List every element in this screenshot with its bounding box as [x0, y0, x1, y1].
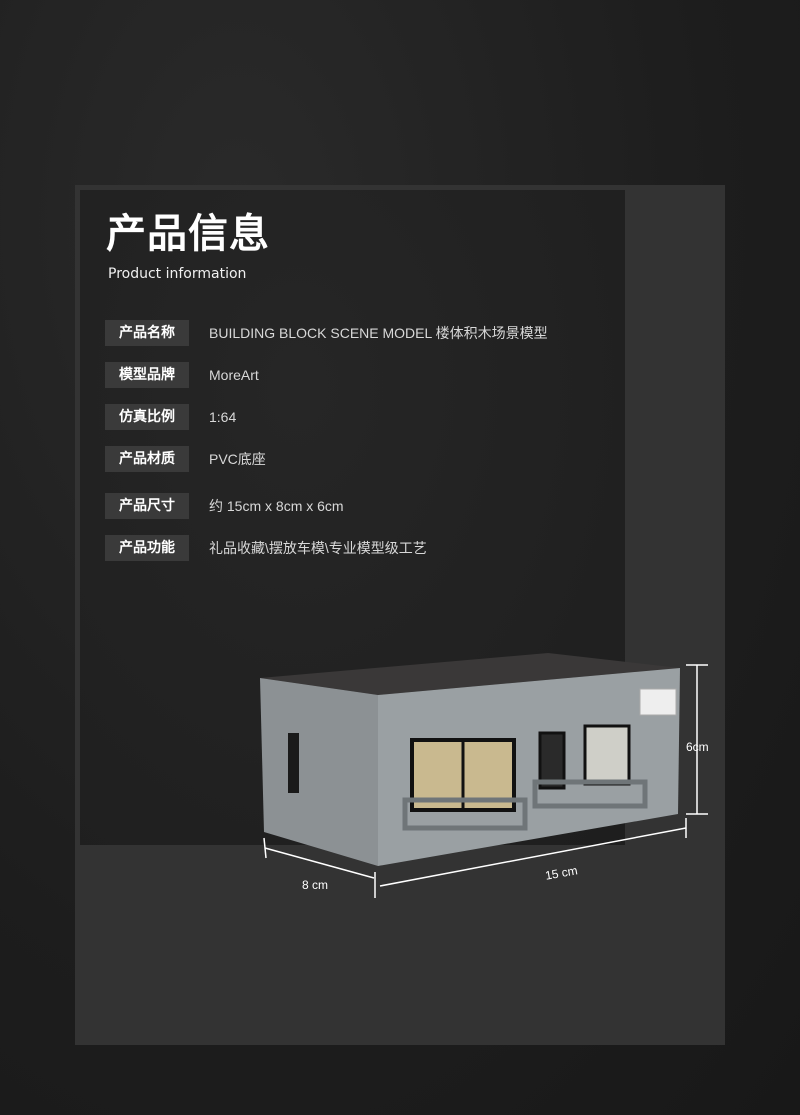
spec-label: 产品功能 — [105, 535, 189, 561]
spec-row-size: 产品尺寸 约 15cm x 8cm x 6cm — [105, 493, 344, 519]
height-dimension-label: 6cm — [686, 740, 709, 754]
spec-label: 仿真比例 — [105, 404, 189, 430]
spec-value: 1:64 — [209, 409, 237, 425]
spec-row-material: 产品材质 PVC底座 — [105, 446, 266, 472]
spec-value: MoreArt — [209, 367, 259, 383]
spec-label: 产品名称 — [105, 320, 189, 346]
spec-label: 产品尺寸 — [105, 493, 189, 519]
spec-row-scale: 仿真比例 1:64 — [105, 404, 236, 430]
spec-row-function: 产品功能 礼品收藏\摆放车模\专业模型级工艺 — [105, 535, 427, 561]
spec-value: PVC底座 — [209, 451, 266, 467]
spec-value: BUILDING BLOCK SCENE MODEL 楼体积木场景模型 — [209, 325, 548, 341]
spec-value: 礼品收藏\摆放车模\专业模型级工艺 — [209, 540, 427, 556]
spec-value: 约 15cm x 8cm x 6cm — [209, 498, 344, 514]
spec-row-name: 产品名称 BUILDING BLOCK SCENE MODEL 楼体积木场景模型 — [105, 320, 548, 346]
spec-label: 产品材质 — [105, 446, 189, 472]
spec-row-brand: 模型品牌 MoreArt — [105, 362, 259, 388]
dimension-lines — [263, 664, 708, 898]
depth-dimension-label: 8 cm — [302, 878, 329, 892]
page-subtitle: Product information — [108, 266, 247, 282]
spec-label: 模型品牌 — [105, 362, 189, 388]
page-title: 产品信息 — [106, 211, 270, 257]
